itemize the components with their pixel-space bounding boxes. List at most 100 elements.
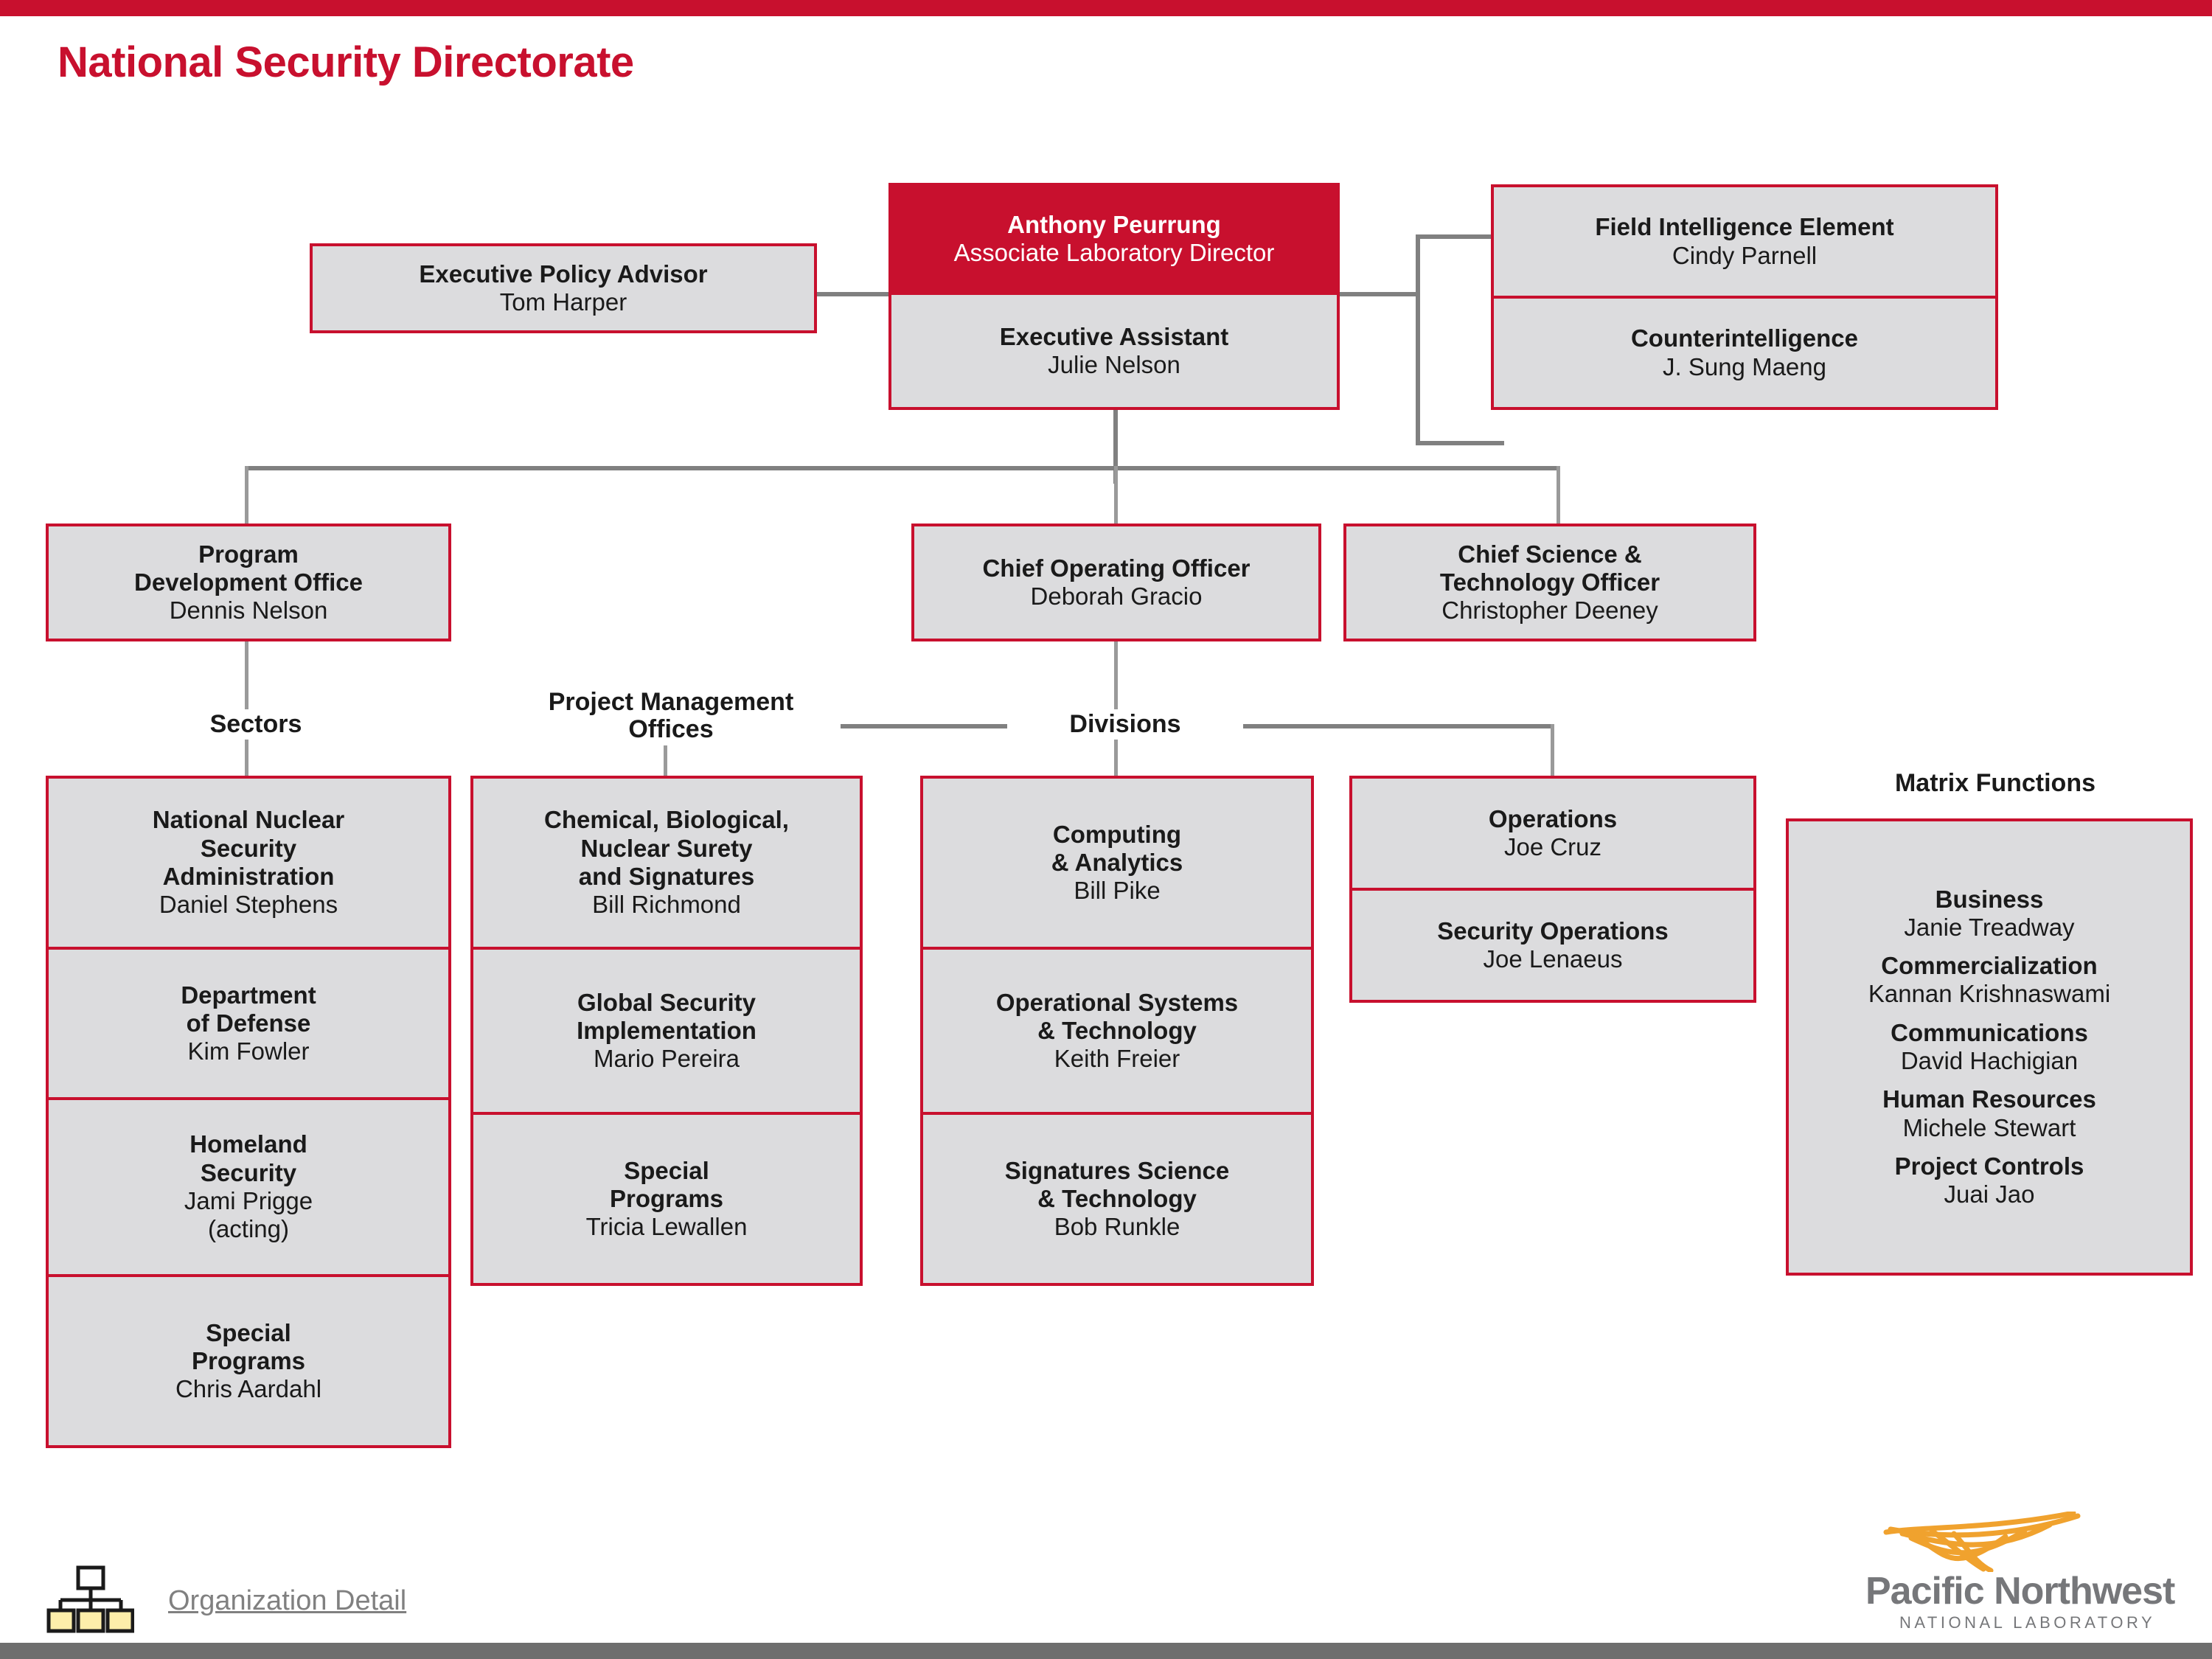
pnnl-starburst-icon — [1883, 1512, 2081, 1572]
group-matrix-functions[interactable]: Business Janie Treadway Commercializatio… — [1786, 818, 2193, 1276]
box-person: Kim Fowler — [187, 1037, 310, 1065]
connector-to-cto — [1557, 466, 1560, 526]
group-project-management-offices: Chemical, Biological, Nuclear Surety and… — [470, 776, 863, 1286]
connector-program-development-to-sectors — [245, 641, 248, 776]
box-person: Christopher Deeney — [1441, 597, 1658, 625]
box-person: J. Sung Maeng — [1663, 352, 1826, 380]
box-person: Bob Runkle — [1054, 1213, 1180, 1241]
box-title: Security Operations — [1437, 917, 1669, 945]
box-chief-science-technology-officer[interactable]: Chief Science & Technology Officer Chris… — [1343, 524, 1756, 641]
box-person: Tricia Lewallen — [585, 1213, 748, 1241]
box-person: Tom Harper — [499, 288, 627, 316]
box-title: Operations — [1488, 804, 1618, 832]
box-division-signatures-science-technology[interactable]: Signatures Science & Technology Bob Runk… — [923, 1115, 1311, 1283]
label-project-management-offices: Project Management Offices — [501, 687, 841, 745]
box-pmo-special-programs[interactable]: Special Programs Tricia Lewallen — [473, 1115, 860, 1283]
box-title: Executive Policy Advisor — [419, 260, 708, 288]
pnnl-logo: Pacific Northwest NATIONAL LABORATORY — [1865, 1512, 2183, 1631]
box-pmo-chemical-biological-nuclear-surety[interactable]: Chemical, Biological, Nuclear Surety and… — [473, 779, 860, 950]
connector-advisor-to-director — [815, 292, 897, 296]
box-person: Julie Nelson — [1048, 351, 1180, 378]
connector-coo-down — [1114, 641, 1118, 728]
box-counterintelligence[interactable]: Counterintelligence J. Sung Maeng — [1494, 299, 1995, 407]
connector-ea-down — [1113, 410, 1118, 484]
group-sectors: National Nuclear Security Administration… — [46, 776, 451, 1448]
box-title: Executive Assistant — [999, 322, 1229, 350]
label-matrix-functions: Matrix Functions — [1840, 768, 2150, 799]
box-division-operational-systems-technology[interactable]: Operational Systems & Technology Keith F… — [923, 950, 1311, 1115]
connector-row2-horizontal — [245, 466, 1560, 470]
box-title: Program Development Office — [134, 540, 363, 596]
matrix-entry-commercialization: Commercialization Kannan Krishnaswami — [1868, 952, 2110, 1009]
box-title: Computing & Analytics — [1051, 820, 1183, 876]
box-executive-assistant[interactable]: Executive Assistant Julie Nelson — [891, 295, 1337, 407]
box-person: Associate Laboratory Director — [953, 239, 1275, 266]
box-title: Counterintelligence — [1630, 324, 1859, 352]
connector-to-counterintelligence — [1416, 441, 1504, 445]
matrix-entry-communications: Communications David Hachigian — [1891, 1019, 2088, 1076]
connector-intel-bracket-vertical — [1416, 234, 1420, 445]
box-person: Cindy Parnell — [1672, 241, 1818, 269]
box-person: Joe Cruz — [1503, 833, 1602, 860]
box-title: Signatures Science & Technology — [1004, 1156, 1230, 1212]
matrix-entry-project-controls: Project Controls Juai Jao — [1895, 1152, 2084, 1209]
connector-director-right-stub — [1339, 292, 1420, 296]
box-person: Daniel Stephens — [159, 891, 338, 919]
label-sectors: Sectors — [156, 709, 355, 740]
box-person: Chris Aardahl — [175, 1375, 322, 1403]
box-title: Human Resources — [1882, 1085, 2096, 1113]
box-person: Deborah Gracio — [1030, 582, 1203, 610]
connector-to-operations — [1551, 724, 1554, 777]
box-program-development-office[interactable]: Program Development Office Dennis Nelson — [46, 524, 451, 641]
box-sector-homeland-security[interactable]: Homeland Security Jami Prigge (acting) — [49, 1100, 448, 1277]
connector-to-divisions — [1114, 724, 1118, 777]
box-field-intelligence-element[interactable]: Field Intelligence Element Cindy Parnell — [1494, 187, 1995, 299]
box-title: Anthony Peurrung — [1007, 210, 1221, 238]
organization-detail-link[interactable]: Organization Detail — [168, 1585, 407, 1616]
box-security-operations[interactable]: Security Operations Joe Lenaeus — [1352, 891, 1753, 1000]
box-title: Operational Systems & Technology — [995, 988, 1239, 1044]
box-title: Project Controls — [1894, 1152, 2084, 1180]
box-sector-special-programs[interactable]: Special Programs Chris Aardahl — [49, 1277, 448, 1445]
box-title: Commercialization — [1881, 952, 2098, 980]
group-intelligence: Field Intelligence Element Cindy Parnell… — [1491, 184, 1998, 410]
box-title: Field Intelligence Element — [1595, 213, 1894, 241]
box-title: Chief Operating Officer — [982, 554, 1251, 582]
connector-to-pmo — [664, 724, 667, 777]
matrix-entry-business: Business Janie Treadway — [1904, 886, 2074, 942]
box-sector-department-of-defense[interactable]: Department of Defense Kim Fowler — [49, 950, 448, 1100]
box-division-computing-analytics[interactable]: Computing & Analytics Bill Pike — [923, 779, 1311, 950]
connector-to-program-development — [245, 466, 248, 526]
box-chief-operating-officer[interactable]: Chief Operating Officer Deborah Gracio — [911, 524, 1321, 641]
box-title: Chief Science & Technology Officer — [1439, 540, 1660, 596]
box-title: National Nuclear Security Administration — [152, 806, 345, 890]
box-person: Janie Treadway — [1904, 913, 2075, 941]
box-person: Joe Lenaeus — [1483, 945, 1623, 973]
connector-to-field-intelligence — [1416, 234, 1504, 239]
box-pmo-global-security-implementation[interactable]: Global Security Implementation Mario Per… — [473, 950, 860, 1115]
pnnl-wordmark: Pacific Northwest — [1865, 1570, 2175, 1613]
box-sector-nnsa[interactable]: National Nuclear Security Administration… — [49, 779, 448, 950]
top-accent-bar — [0, 0, 2212, 16]
box-person: Dennis Nelson — [169, 597, 328, 625]
org-chart-icon[interactable] — [46, 1565, 135, 1635]
box-person: Bill Richmond — [592, 891, 741, 919]
box-person: Bill Pike — [1074, 877, 1161, 905]
connector-to-coo — [1114, 466, 1118, 526]
box-operations[interactable]: Operations Joe Cruz — [1352, 779, 1753, 891]
box-title: Special Programs — [609, 1156, 724, 1212]
label-divisions: Divisions — [1007, 709, 1243, 740]
group-director: Anthony Peurrung Associate Laboratory Di… — [888, 183, 1340, 410]
group-divisions: Computing & Analytics Bill Pike Operatio… — [920, 776, 1314, 1286]
box-title: Global Security Implementation — [577, 988, 757, 1044]
box-person: Kannan Krishnaswami — [1868, 980, 2111, 1008]
box-executive-policy-advisor[interactable]: Executive Policy Advisor Tom Harper — [310, 243, 817, 333]
box-person: Jami Prigge (acting) — [184, 1187, 313, 1243]
box-associate-laboratory-director[interactable]: Anthony Peurrung Associate Laboratory Di… — [891, 186, 1337, 295]
box-person: Juai Jao — [1944, 1180, 2035, 1208]
bottom-accent-bar — [0, 1643, 2212, 1659]
box-title: Department of Defense — [181, 981, 316, 1037]
matrix-entry-human-resources: Human Resources Michele Stewart — [1882, 1085, 2096, 1142]
box-person: David Hachigian — [1900, 1047, 2079, 1074]
